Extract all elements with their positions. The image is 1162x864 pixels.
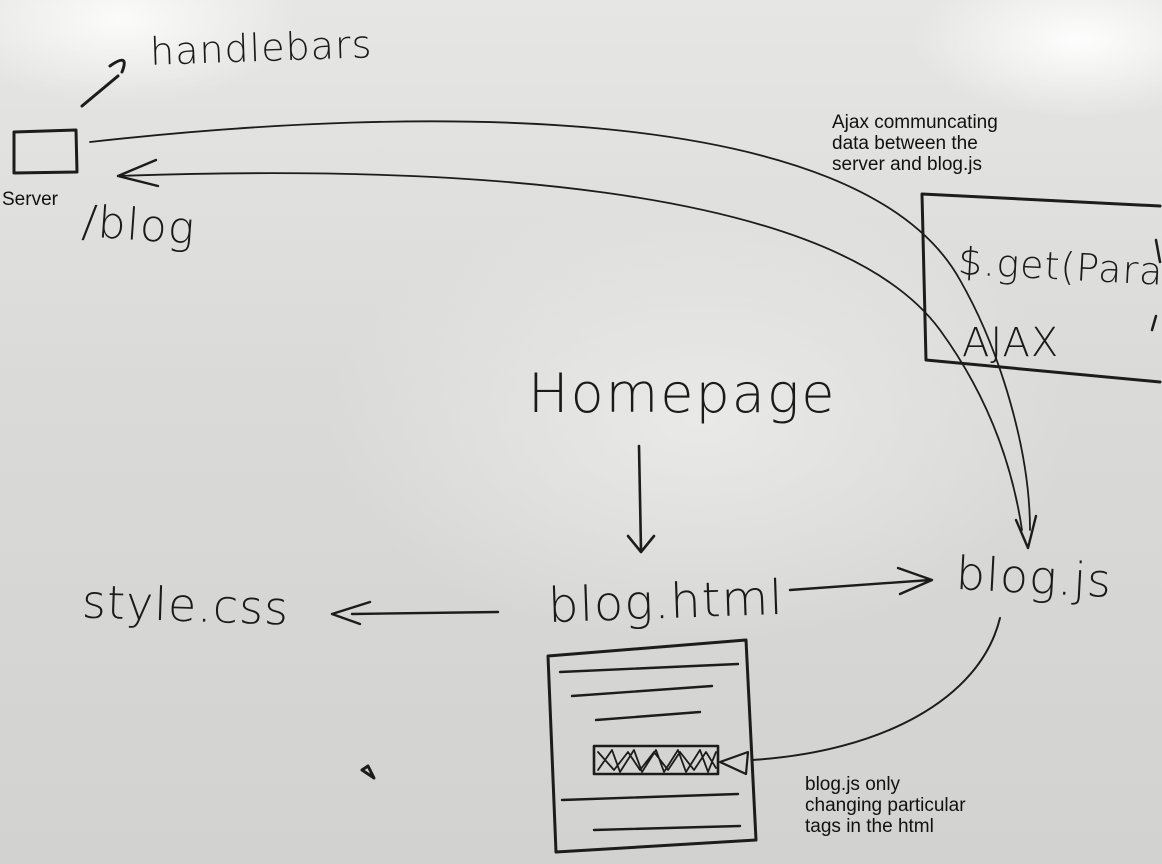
page-line-4 xyxy=(560,792,740,802)
homepage-arrow xyxy=(626,444,656,554)
ajax-note-line-3: server and blog.js xyxy=(832,154,982,175)
arrowhead-server xyxy=(116,158,160,188)
page-line-1 xyxy=(558,662,740,674)
tag-pointer xyxy=(718,750,750,776)
ajax-note: Ajax communcating data between the serve… xyxy=(832,112,998,175)
blogjs-note-line-1: blog.js only xyxy=(805,774,901,795)
arc-blogjs-to-server xyxy=(117,172,1023,531)
ajax-note-line-1: Ajax communcating xyxy=(832,112,998,133)
homepage-text: Homepage xyxy=(528,362,837,425)
ajax-box-tick xyxy=(1150,238,1162,332)
server-label: Server xyxy=(2,189,58,210)
ajax-text: AJAX xyxy=(962,320,1060,366)
arrow-to-style xyxy=(330,600,500,626)
style-css-text: style.css xyxy=(81,574,291,636)
page-line-2 xyxy=(570,684,714,698)
page-line-3 xyxy=(594,710,702,722)
highlighted-tag-scribble xyxy=(597,749,717,773)
highlighted-tag xyxy=(592,744,720,776)
blog-route-text: /blog xyxy=(80,196,197,255)
ajax-note-line-2: data between the xyxy=(832,133,978,154)
ink-mark xyxy=(360,764,376,780)
arrow-to-blogjs xyxy=(788,566,934,596)
handlebars-pointer xyxy=(80,58,126,108)
blog-js-text: blog.js xyxy=(954,545,1114,609)
blog-html-text: blog.html xyxy=(547,569,785,635)
arrowhead-blogjs xyxy=(1014,514,1038,550)
page-mockup-frame xyxy=(546,638,758,854)
arc-server-to-blogjs xyxy=(89,120,1031,531)
handlebars-text: handlebars xyxy=(149,22,374,74)
page-line-5 xyxy=(592,824,742,832)
blogjs-note: blog.js only changing particular tags in… xyxy=(805,774,966,837)
curve-blogjs-to-tag xyxy=(751,617,1001,761)
blogjs-note-line-3: tags in the html xyxy=(805,816,934,837)
blogjs-note-line-2: changing particular xyxy=(805,795,966,816)
server-box xyxy=(12,128,79,175)
ajax-box xyxy=(920,192,1162,384)
